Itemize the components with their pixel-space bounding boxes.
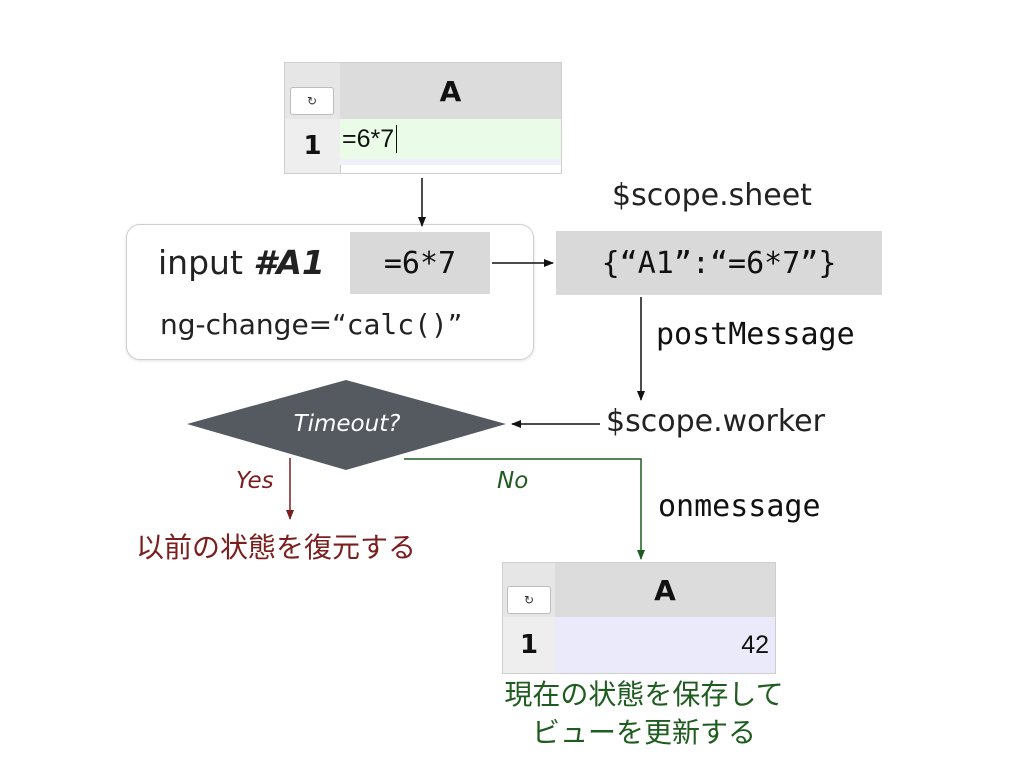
- column-header-a[interactable]: A: [340, 63, 561, 119]
- yes-label: Yes: [236, 468, 274, 494]
- ng-change-attribute: ng-change=“calc()”: [160, 303, 462, 347]
- save-state-line2: ビューを更新する: [531, 716, 756, 749]
- row-header-1[interactable]: 1: [503, 617, 556, 673]
- refresh-button[interactable]: ↻: [290, 87, 334, 115]
- scope-sheet-label: $scope.sheet: [612, 178, 812, 213]
- refresh-button[interactable]: ↻: [507, 586, 551, 614]
- refresh-icon: ↻: [306, 94, 318, 108]
- post-message-label: postMessage: [656, 317, 855, 352]
- cell-a1-value: =6*7: [342, 124, 395, 153]
- input-field[interactable]: =6*7: [350, 232, 490, 294]
- column-header-a[interactable]: A: [555, 563, 775, 617]
- row-header-1[interactable]: 1: [285, 119, 341, 173]
- onmessage-label: onmessage: [658, 489, 821, 524]
- input-label-prefix: input: [158, 243, 254, 282]
- input-id: #A1: [253, 243, 325, 282]
- result-spreadsheet: ↻ A 1 42: [502, 562, 776, 674]
- no-label: No: [497, 468, 529, 494]
- refresh-icon: ↻: [523, 593, 535, 607]
- input-label: input #A1: [158, 240, 325, 286]
- attr-code: calc(): [346, 308, 448, 341]
- cell-a1-result[interactable]: 42: [555, 617, 775, 673]
- cell-a1-value: 42: [741, 630, 769, 659]
- cell-a1-editing[interactable]: =6*7: [340, 119, 561, 165]
- save-state-text: 現在の状態を保存して ビューを更新する: [470, 676, 818, 752]
- save-state-line1: 現在の状態を保存して: [504, 678, 784, 711]
- attr-suffix: ”: [447, 308, 463, 341]
- scope-worker-label: $scope.worker: [606, 404, 825, 439]
- top-spreadsheet: ↻ A 1 =6*7: [284, 62, 562, 174]
- restore-state-text: 以前の状態を復元する: [136, 531, 417, 564]
- text-cursor: [396, 125, 398, 153]
- scope-sheet-value: {“A1”:“=6*7”}: [556, 231, 882, 295]
- decision-label: Timeout?: [293, 411, 401, 437]
- attr-prefix: ng-change=“: [160, 308, 347, 341]
